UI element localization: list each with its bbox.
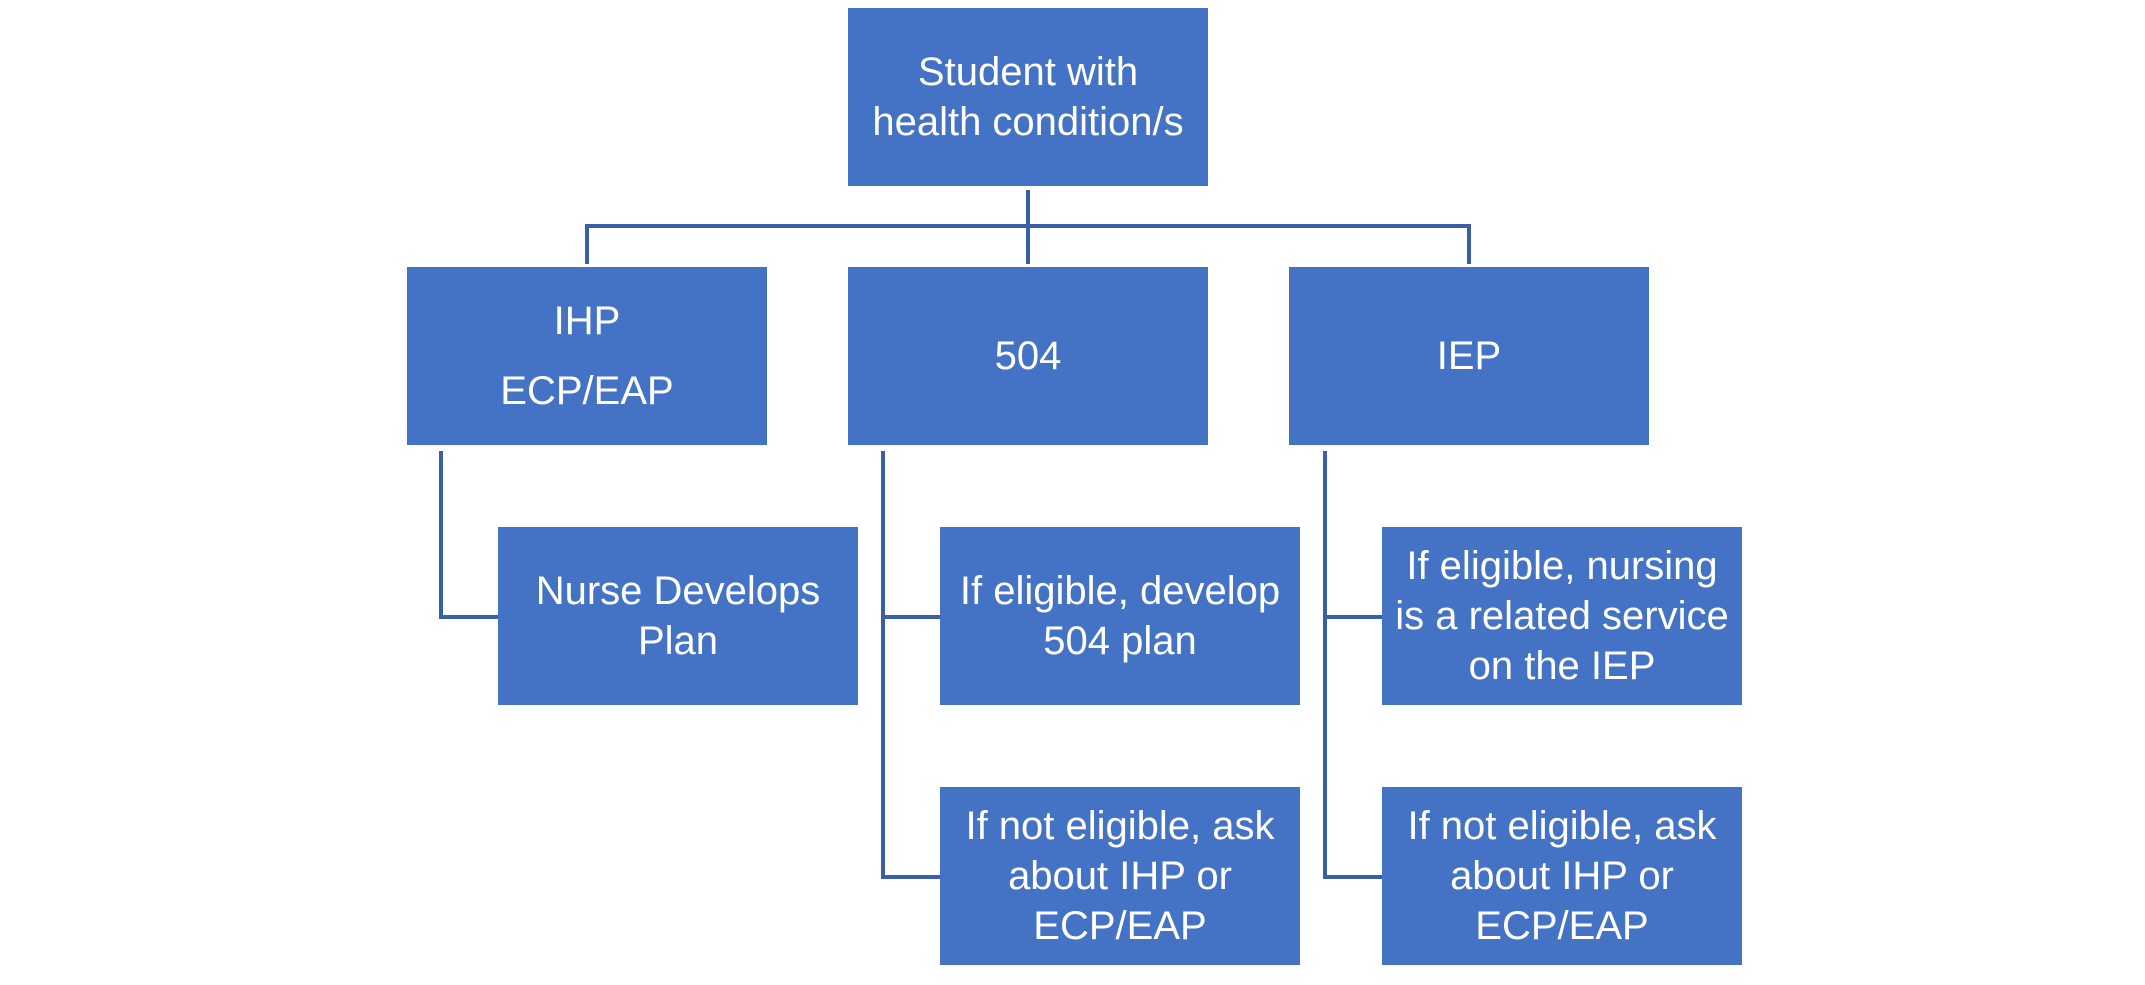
node-text-line: health condition/s	[872, 100, 1184, 144]
node-504-not-eligible: If not eligible, ask about IHP or ECP/EA…	[940, 787, 1300, 965]
node-text-line: Student with	[917, 50, 1139, 94]
node-iep: IEP	[1289, 267, 1649, 445]
node-text-line: IHP	[553, 299, 621, 343]
node-ihp: IHP ECP/EAP	[407, 267, 767, 445]
node-text-line: about IHP or	[1008, 854, 1232, 898]
node-text-line: about IHP or	[1450, 854, 1674, 898]
node-text-line: ECP/EAP	[500, 369, 674, 413]
node-text-line: Nurse Develops	[535, 569, 821, 613]
node-504: 504	[848, 267, 1208, 445]
node-text-line: IEP	[1436, 334, 1502, 378]
node-text-line: If eligible, develop	[959, 569, 1281, 613]
node-text-line: 504	[994, 334, 1062, 378]
node-text-line: 504 plan	[1043, 619, 1197, 663]
node-text-line: ECP/EAP	[1033, 904, 1207, 948]
node-504-eligible: If eligible, develop 504 plan	[940, 527, 1300, 705]
node-text-line: If not eligible, ask	[1407, 804, 1717, 848]
node-text-line: Plan	[637, 619, 719, 663]
node-iep-eligible: If eligible, nursing is a related servic…	[1382, 527, 1742, 705]
node-student-health-condition: Student with health condition/s	[848, 8, 1208, 186]
node-text-line: ECP/EAP	[1475, 904, 1649, 948]
node-text-line: is a related service	[1395, 594, 1729, 638]
node-iep-not-eligible: If not eligible, ask about IHP or ECP/EA…	[1382, 787, 1742, 965]
node-text-line: If eligible, nursing	[1406, 544, 1718, 588]
node-text-line: If not eligible, ask	[965, 804, 1275, 848]
node-nurse-develops-plan: Nurse Develops Plan	[498, 527, 858, 705]
node-text-line: on the IEP	[1468, 644, 1656, 688]
